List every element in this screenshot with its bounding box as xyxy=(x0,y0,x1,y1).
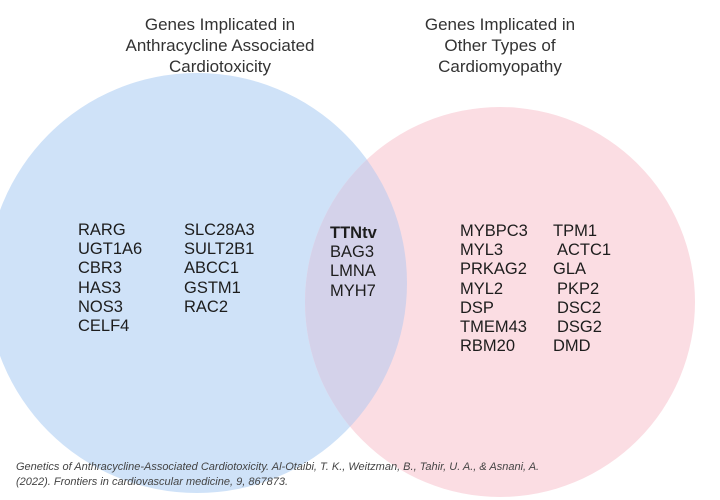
set-left-title: Genes Implicated in Anthracycline Associ… xyxy=(95,14,345,77)
gene-label: MYBPC3 xyxy=(460,222,528,240)
gene-label: GSTM1 xyxy=(184,278,241,297)
set-right-title-line: Genes Implicated in xyxy=(424,15,576,34)
gene-label: MYH7 xyxy=(330,281,376,300)
set-left-title-line: Anthracycline Associated xyxy=(125,36,315,55)
gene-label: SULT2B1 xyxy=(184,240,255,259)
set-right-title: Genes Implicated in Other Types of Cardi… xyxy=(375,14,625,77)
set-right-title-line: Cardiomyopathy xyxy=(438,57,562,76)
gene-label: DSG2 xyxy=(557,317,602,336)
gene-label: RBM20 xyxy=(460,337,516,356)
left-gene-column-1: RARG UGT1A6 CBR3 HAS3 NOS3 CELF4 xyxy=(78,221,142,336)
gene-label: LMNA xyxy=(330,262,376,281)
caption-line: Genetics of Anthracycline-Associated Car… xyxy=(16,461,540,473)
set-right-circle xyxy=(305,107,695,497)
gene-label: BAG3 xyxy=(330,243,375,262)
gene-label: HAS3 xyxy=(78,278,122,297)
figure-caption: Genetics of Anthracycline-Associated Car… xyxy=(16,460,616,490)
gene-label: RARG xyxy=(78,221,126,239)
left-gene-column-2: SLC28A3 SULT2B1 ABCC1 GSTM1 RAC2 xyxy=(184,221,255,317)
gene-label: PRKAG2 xyxy=(460,260,527,279)
right-gene-column-2: TPM1 ACTC1 GLA PKP2 DSC2 DSG2 DMD xyxy=(553,222,611,356)
set-left-title-line: Genes Implicated in xyxy=(144,15,296,34)
gene-label: CBR3 xyxy=(78,259,123,278)
gene-label: GLA xyxy=(553,260,587,279)
gene-label: DMD xyxy=(553,337,591,356)
gene-label: CELF4 xyxy=(78,316,130,335)
right-gene-column-1: MYBPC3 MYL3 PRKAG2 MYL2 DSP TMEM43 RBM20 xyxy=(460,222,528,356)
set-left-title-line: Cardiotoxicity xyxy=(168,57,272,76)
caption-line: (2022). Frontiers in cardiovascular medi… xyxy=(16,476,289,488)
gene-label: PKP2 xyxy=(557,279,600,298)
gene-label: MYL3 xyxy=(460,241,504,260)
gene-label: TMEM43 xyxy=(460,317,527,336)
gene-label: ACTC1 xyxy=(557,241,612,260)
gene-label: UGT1A6 xyxy=(78,240,143,259)
gene-label-highlighted: TTNtv xyxy=(330,224,377,242)
gene-label: ABCC1 xyxy=(184,259,240,278)
gene-label: TPM1 xyxy=(553,222,598,240)
set-left-circle xyxy=(0,73,407,493)
overlap-gene-column: TTNtv BAG3 LMNA MYH7 xyxy=(330,224,377,301)
gene-label: RAC2 xyxy=(184,297,229,316)
gene-label: DSP xyxy=(460,298,494,317)
set-right-title-line: Other Types of xyxy=(444,36,556,55)
gene-label: MYL2 xyxy=(460,279,504,298)
gene-label: SLC28A3 xyxy=(184,221,255,239)
gene-label: DSC2 xyxy=(557,298,602,317)
gene-label: NOS3 xyxy=(78,297,123,316)
